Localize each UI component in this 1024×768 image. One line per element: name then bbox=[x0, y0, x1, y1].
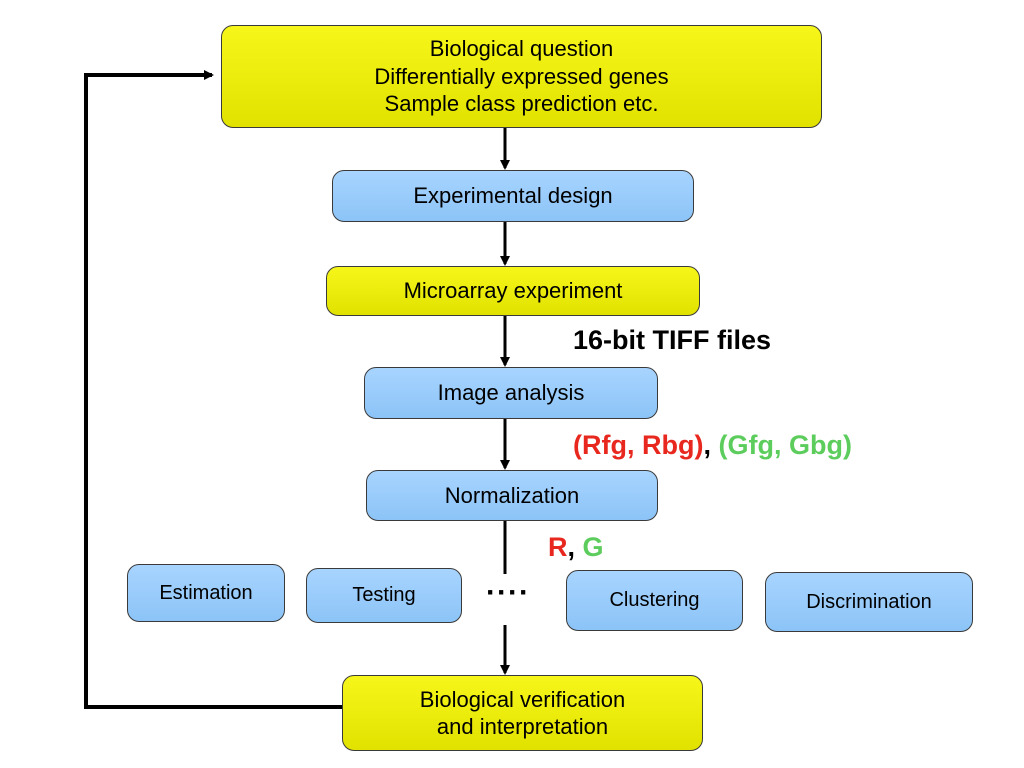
biological-verification-line1: Biological verification bbox=[419, 686, 626, 712]
clustering-box: Clustering bbox=[566, 570, 743, 631]
normalization-label: Normalization bbox=[444, 482, 580, 508]
intensities-separator: , bbox=[703, 430, 711, 460]
normalization-box: Normalization bbox=[366, 470, 658, 521]
testing-box: Testing bbox=[306, 568, 462, 623]
normalized-r: R bbox=[548, 532, 568, 562]
clustering-label: Clustering bbox=[609, 589, 700, 611]
biological-question-box: Biological question Differentially expre… bbox=[221, 25, 822, 128]
red-intensities: (Rfg, Rbg) bbox=[573, 430, 704, 460]
normalized-g: G bbox=[582, 532, 604, 562]
biological-question-line2: Differentially expressed genes bbox=[374, 63, 669, 89]
estimation-label: Estimation bbox=[159, 581, 253, 604]
experimental-design-box: Experimental design bbox=[332, 170, 694, 222]
experimental-design-label: Experimental design bbox=[413, 183, 613, 209]
biological-verification-line2: and interpretation bbox=[436, 714, 609, 739]
normalized-separator: , bbox=[567, 532, 576, 562]
biological-question-line3: Sample class prediction etc. bbox=[384, 91, 659, 117]
image-analysis-box: Image analysis bbox=[364, 367, 658, 419]
estimation-box: Estimation bbox=[127, 564, 285, 622]
feedback-loop-arrow bbox=[84, 70, 342, 709]
biological-verification-box: Biological verification and interpretati… bbox=[342, 675, 703, 751]
tiff-files-label: 16-bit TIFF files bbox=[573, 325, 772, 355]
biological-question-line1: Biological question bbox=[429, 36, 614, 62]
microarray-experiment-label: Microarray experiment bbox=[403, 278, 623, 304]
image-analysis-label: Image analysis bbox=[437, 380, 585, 406]
ellipsis: ···· bbox=[486, 576, 530, 609]
testing-label: Testing bbox=[352, 584, 416, 606]
discrimination-box: Discrimination bbox=[765, 572, 973, 632]
intensity-pairs-label: (Rfg, Rbg), (Gfg, Gbg) bbox=[573, 430, 852, 461]
discrimination-label: Discrimination bbox=[806, 590, 932, 613]
normalized-values-label: R, G bbox=[548, 532, 604, 563]
green-intensities: (Gfg, Gbg) bbox=[718, 430, 852, 460]
microarray-experiment-box: Microarray experiment bbox=[326, 266, 700, 316]
